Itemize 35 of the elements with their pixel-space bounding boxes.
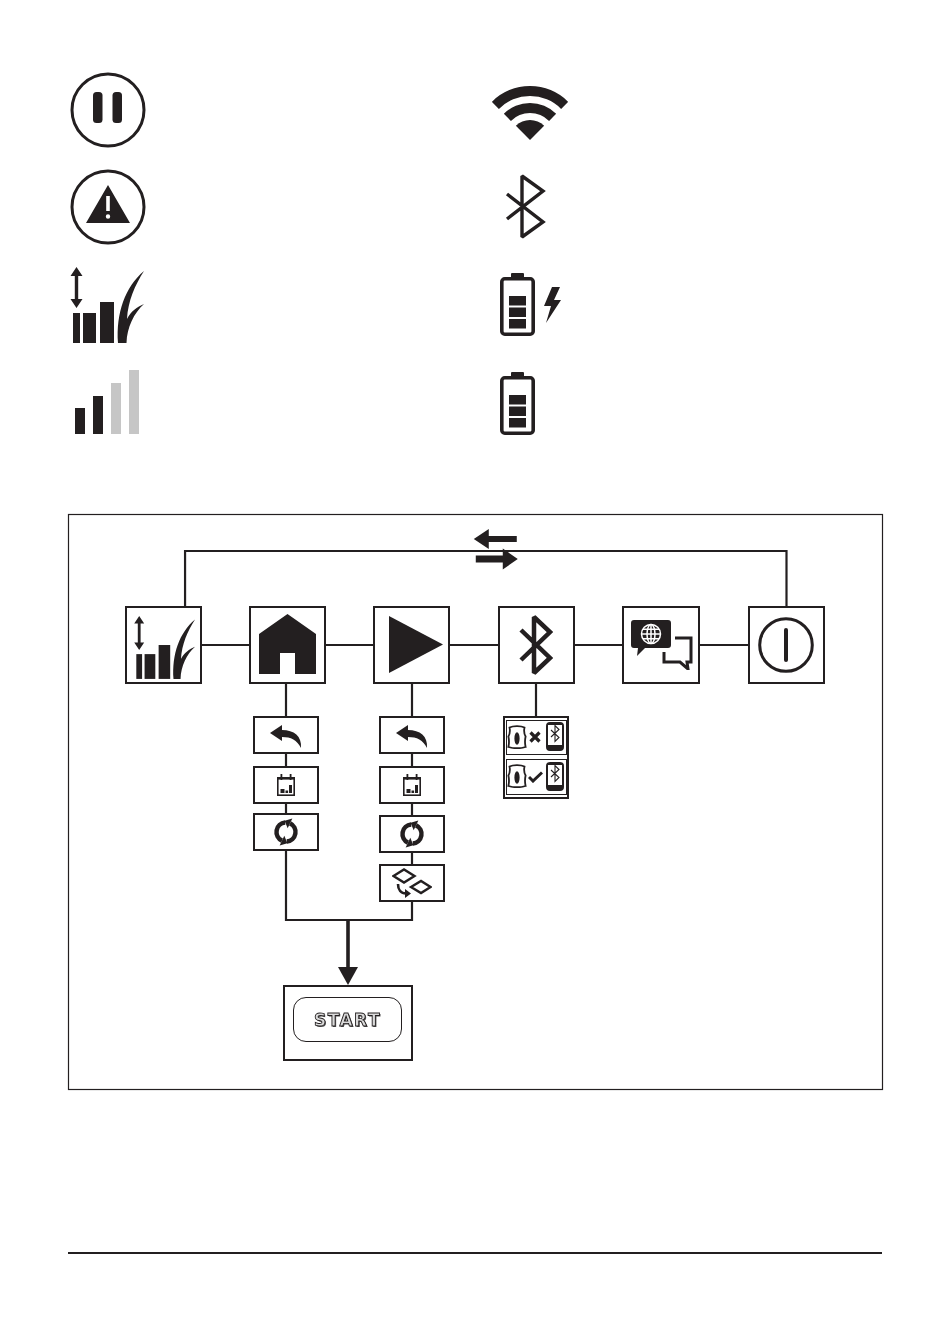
submenu-box: [253, 813, 319, 851]
menu-box: [498, 606, 575, 684]
connector-line: [410, 684, 414, 716]
connector-line: [410, 754, 414, 766]
menu-box: [373, 606, 450, 684]
connector-line: [284, 804, 288, 813]
connector-line: [410, 804, 414, 815]
submenu-box: [379, 716, 445, 754]
arrow: [338, 920, 358, 985]
connector-line: [348, 902, 414, 922]
start-button: START: [293, 997, 402, 1042]
connector-line: [534, 684, 538, 716]
menu-box: [249, 606, 326, 684]
menu-box: [125, 606, 202, 684]
connector-line: [284, 851, 348, 922]
submenu-box: [379, 864, 445, 902]
connector-line: [284, 684, 288, 716]
menu-box: [748, 606, 825, 684]
start-panel: [283, 985, 413, 1061]
connector-line: [326, 643, 373, 647]
pairing-row: [505, 719, 567, 755]
submenu-box: [253, 716, 319, 754]
submenu-box: [253, 766, 319, 804]
connector-line: [410, 853, 414, 864]
connector-line: [700, 643, 748, 647]
connector-line: [183, 549, 788, 606]
connector-line: [450, 643, 498, 647]
menu-box: [622, 606, 700, 684]
connector-line: [202, 643, 249, 647]
pairing-panel: [503, 716, 569, 799]
submenu-box: [379, 815, 445, 853]
submenu-box: [379, 766, 445, 804]
connector-line: [284, 754, 288, 766]
pairing-row: [505, 758, 567, 795]
connector-line: [575, 643, 622, 647]
